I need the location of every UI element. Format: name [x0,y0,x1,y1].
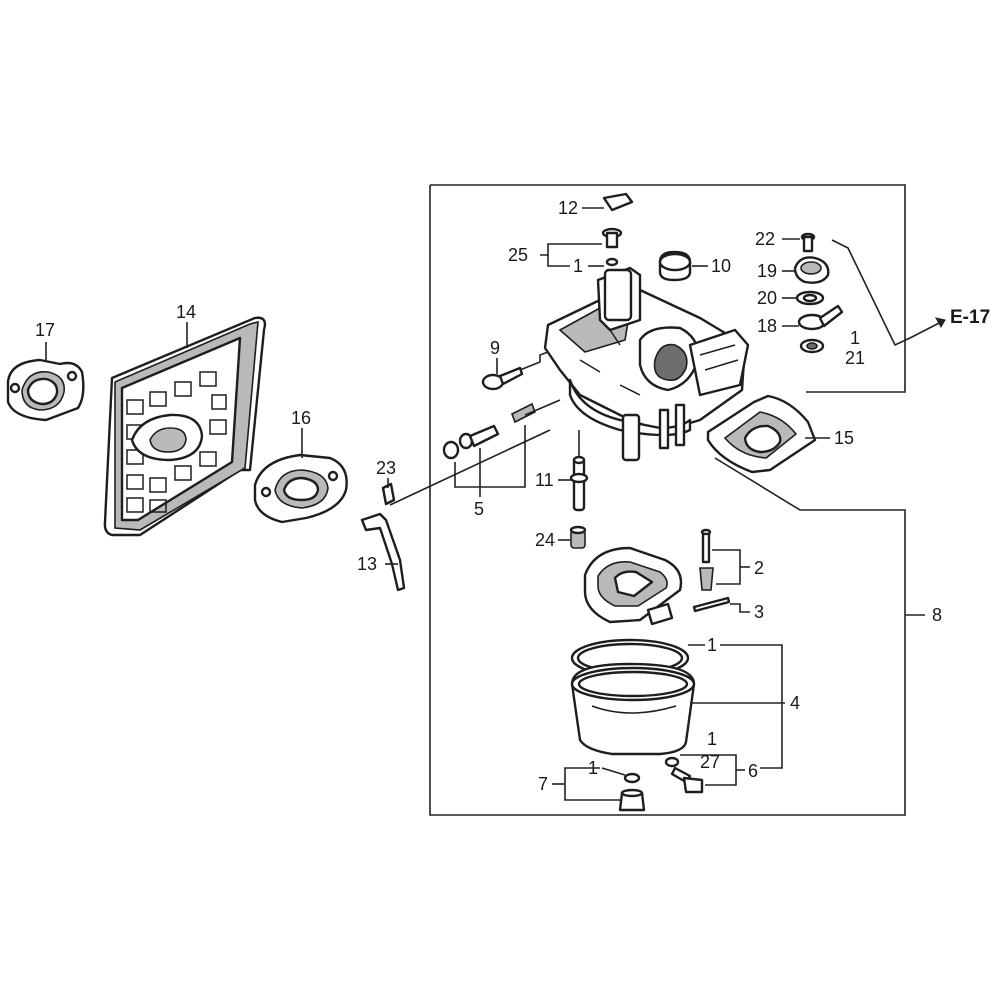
e17-arrow-icon [935,317,946,329]
callout-1-bowl: 1 [707,635,717,655]
leader-lines [45,207,946,801]
part-20-washer [795,290,825,306]
part-3-pin [692,596,731,613]
callout-5: 5 [474,499,484,519]
part-6-bolt [670,766,704,794]
callout-12: 12 [558,198,578,218]
callout-19: 19 [757,261,777,281]
callout-24: 24 [535,530,555,550]
callout-27: 27 [700,752,720,772]
callout-1-bolt: 1 [707,729,717,749]
callout-6: 6 [748,761,758,781]
callout-labels: 12 25 1 10 22 19 20 18 1 21 E-17 9 5 23 … [35,198,990,794]
part-11-nozzle [569,455,589,512]
float [583,546,683,626]
callout-1-right: 1 [850,328,860,348]
callout-18: 18 [757,316,777,336]
part-16-gasket [253,453,348,524]
part-7-drain-bolt [618,772,646,812]
callout-11: 11 [535,470,554,490]
part-10-cap [658,250,692,282]
part-15-gasket [706,394,817,474]
part-19-cover [793,256,830,284]
part-17-gasket [6,358,85,422]
callout-15: 15 [834,428,854,448]
callout-13: 13 [357,554,377,574]
callout-10: 10 [711,256,731,276]
part-5-pilot-screw [442,402,537,460]
callout-8: 8 [932,605,942,625]
carburetor-body [543,266,750,462]
part-25-screw [601,227,623,249]
part-14-plate [103,316,267,537]
callout-3: 3 [754,602,764,622]
callout-21: 21 [845,348,865,368]
part-18-diaphragm [797,304,844,331]
part-2-needle [699,528,714,591]
part-9-screw [481,366,524,391]
part-13-rod [360,512,406,592]
part-22-screw [800,232,816,253]
part-12-cap [602,192,634,212]
callout-22: 22 [755,229,775,249]
callout-25: 25 [508,245,528,265]
callout-23: 23 [376,458,396,478]
callout-9: 9 [490,338,500,358]
callout-1-drain: 1 [588,758,598,778]
callout-14: 14 [176,302,196,322]
callout-20: 20 [757,288,777,308]
callout-4: 4 [790,693,800,713]
part-21-seal [799,338,825,354]
callout-16: 16 [291,408,311,428]
callout-7: 7 [538,774,548,794]
assembly-frame [429,184,925,816]
float-bowl [570,662,696,756]
part-24-jet [569,525,587,549]
callout-1-top: 1 [573,256,583,276]
callout-2: 2 [754,558,764,578]
part-1-oring-top [605,257,619,267]
part-27-washer [664,756,680,768]
callout-17: 17 [35,320,55,340]
reference-e17: E-17 [950,307,990,328]
